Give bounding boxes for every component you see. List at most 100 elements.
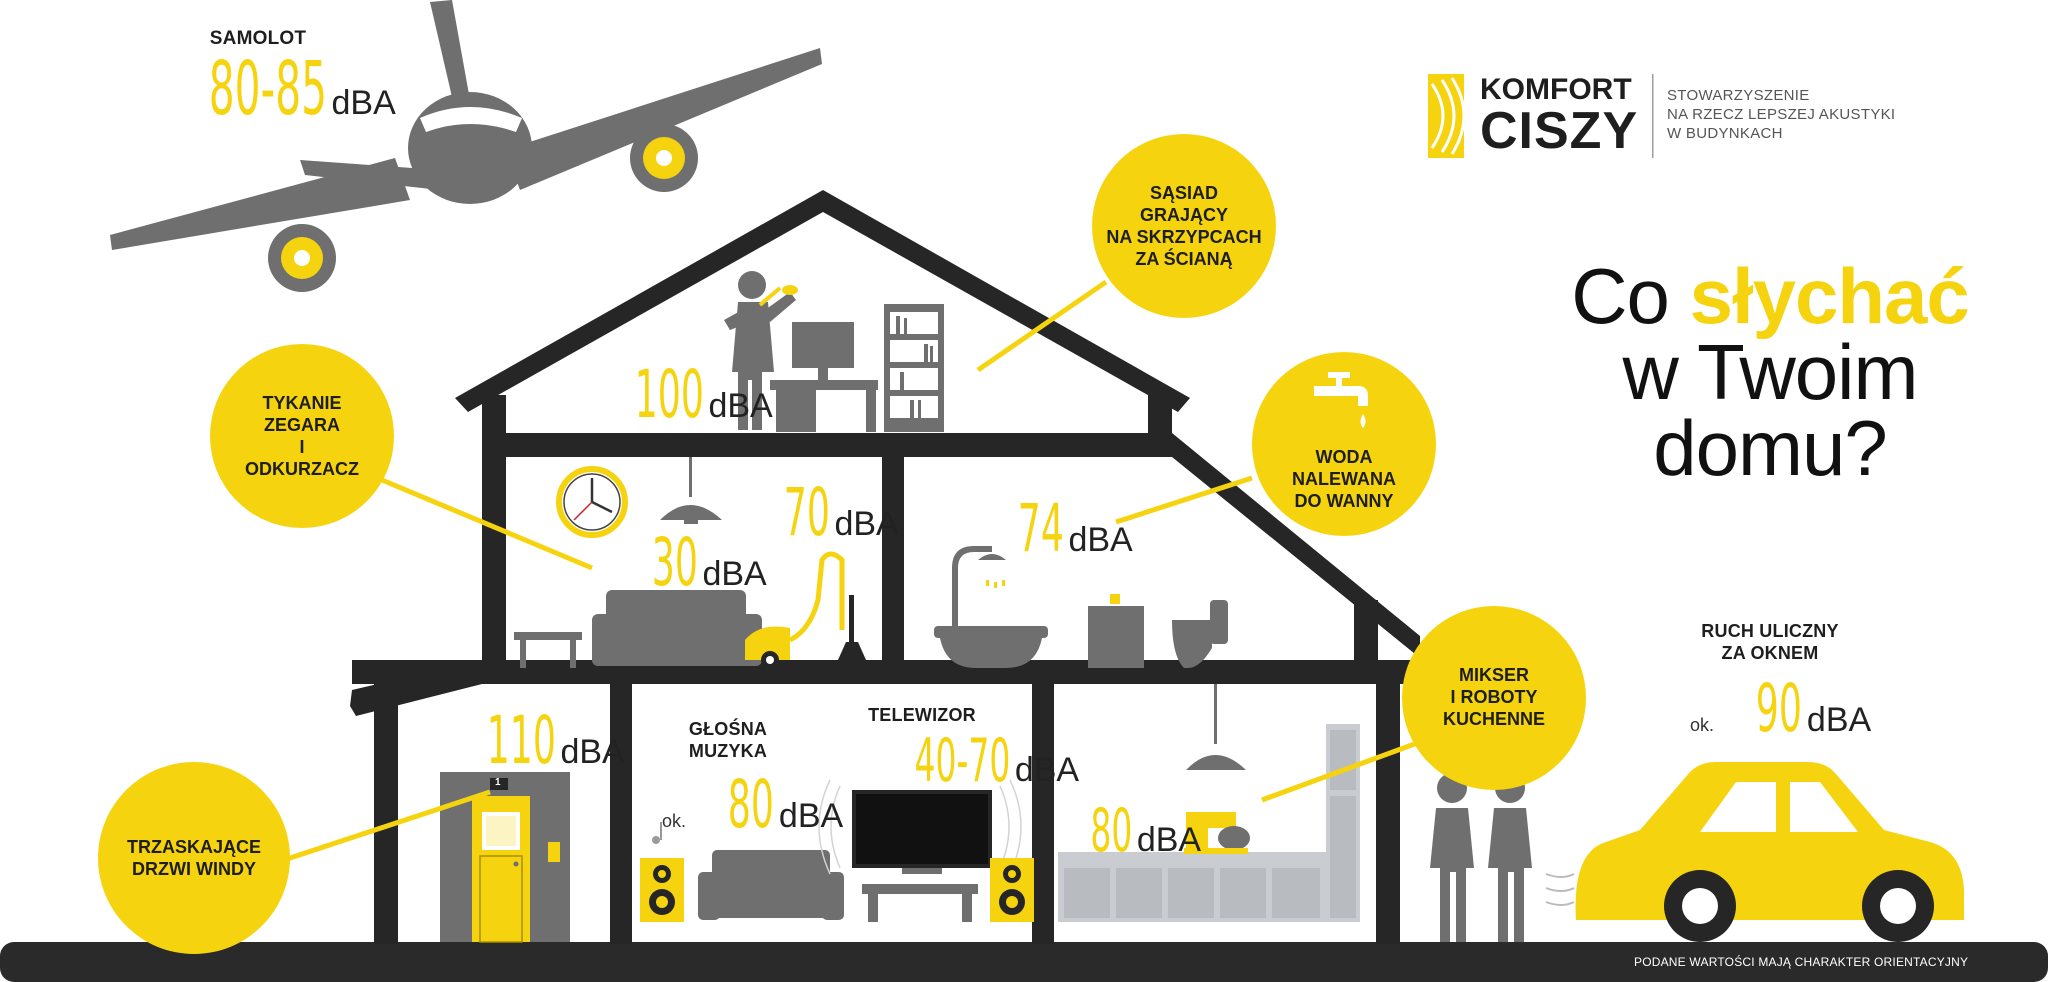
clock-bubble-text: TYKANIE ZEGARA I ODKURZACZ [212, 392, 392, 480]
street-label-line1: RUCH ULICZNY [1701, 621, 1839, 641]
violin-bubble-line3: NA SKRZYPCACH [1106, 227, 1262, 247]
street-db: ok. 90 dBA [1690, 670, 1871, 747]
logo-divider [1652, 74, 1654, 158]
car-icon [1545, 762, 1965, 942]
mixer-icon [1184, 812, 1250, 854]
music-db-prefix: ok. [662, 811, 687, 831]
toilet-icon [1172, 600, 1228, 668]
logo-name-line2: CISZY [1480, 102, 1639, 160]
music-label-line2: MUZYKA [688, 741, 768, 761]
street-label: RUCH ULICZNY ZA OKNEM [1670, 620, 1870, 664]
violin-bubble-text: SĄSIAD GRAJĄCY NA SKRZYPCACH ZA ŚCIANĄ [1094, 182, 1274, 270]
clock-db: 30 dBA [614, 524, 767, 601]
bath-bubble-line1: WODA [1315, 447, 1373, 467]
bath-bubble-line2: NALEWANA [1292, 469, 1396, 489]
elevator-floor-indicator: 1 [495, 777, 501, 788]
street-label-line2: ZA OKNEM [1721, 643, 1819, 663]
people-talking-icon [1430, 773, 1532, 942]
kitchen-bubble-line3: KUCHENNE [1442, 709, 1545, 729]
street-db-prefix: ok. [1690, 715, 1715, 735]
music-db-unit: dBA [778, 797, 844, 835]
bath-bubble-text: WODA NALEWANA DO WANNY [1254, 446, 1434, 512]
elevator-db: 110 dBA [430, 702, 625, 779]
kitchen-db-unit: dBA [1136, 821, 1202, 859]
plane-db-value: 80-85 [208, 46, 328, 132]
sofa-icon [592, 590, 762, 666]
kitchen-lamp-icon [1186, 684, 1246, 770]
bath-db: 74 dBA [980, 490, 1133, 567]
logo-name-line1: KOMFORT [1480, 73, 1632, 106]
kitchen-cabinets-icon [1058, 724, 1360, 922]
page-title: Co słychać w Twoim domu? [1560, 257, 1980, 487]
elevator-bubble-line1: TRZASKAJĄCE [126, 837, 261, 857]
wall-clock-icon [556, 466, 628, 538]
violinist-figure [724, 271, 798, 430]
kitchen-bubble-text: MIKSER I ROBOTY KUCHENNE [1404, 664, 1584, 730]
clock-db-value: 30 [651, 524, 698, 601]
violin-db-unit: dBA [708, 387, 773, 425]
violin-bubble-line2: GRAJĄCY [1139, 205, 1228, 225]
violin-bubble-line1: SĄSIAD [1149, 183, 1218, 203]
clock-bubble-line4: ODKURZACZ [245, 459, 359, 479]
street-db-unit: dBA [1806, 701, 1872, 739]
yellow-bubbles [98, 134, 1586, 954]
side-table-icon [514, 632, 582, 668]
music-db: ok. 80 dBA [662, 766, 843, 843]
sofa-2-icon [698, 850, 844, 920]
elevator-db-value: 110 [486, 702, 556, 779]
clock-bubble-line1: TYKANIE [262, 393, 342, 413]
kitchen-db-value: 80 [1090, 796, 1133, 866]
tv-label: TELEWIZOR [868, 705, 976, 725]
elevator-icon [440, 772, 570, 943]
computer-desk-icon [770, 322, 878, 432]
vacuum-cleaner-icon [745, 551, 866, 669]
elevator-db-unit: dBA [560, 733, 625, 771]
clock-bubble-line2: ZEGARA [264, 415, 340, 435]
title-line1: Co słychać [1560, 257, 1980, 335]
logo-subtitle: STOWARZYSZENIE NA RZECZ LEPSZEJ AKUSTYKI… [1667, 86, 1895, 143]
vacuum-db: 70 dBA [746, 474, 899, 551]
cabinet-icon [1088, 594, 1144, 668]
vacuum-db-unit: dBA [834, 505, 899, 543]
kitchen-db: 80 dBA [1056, 796, 1201, 866]
connector-lines [271, 279, 1421, 867]
bath-db-unit: dBA [1068, 521, 1133, 559]
violin-bubble-line4: ZA ŚCIANĄ [1135, 249, 1233, 269]
bookshelf-icon [884, 304, 944, 432]
elevator-bubble-text: TRZASKAJĄCE DRZWI WINDY [96, 836, 292, 880]
street-db-value: 90 [1756, 670, 1803, 747]
speaker-right-icon [990, 858, 1034, 922]
tv-db-unit: dBA [1014, 751, 1080, 789]
elevator-bubble-line2: DRZWI WINDY [132, 859, 256, 879]
logo-mark-icon [1428, 74, 1466, 158]
house-frame [350, 190, 1432, 944]
title-line1-a: Co [1571, 252, 1670, 340]
bath-db-value: 74 [1017, 490, 1064, 567]
logo-subtitle-line1: STOWARZYSZENIE [1667, 87, 1810, 104]
music-label-line1: GŁOŚNA [688, 719, 768, 739]
ceiling-lamp-icon [660, 457, 722, 524]
ground-bar [0, 942, 2048, 982]
music-db-value: 80 [728, 766, 775, 843]
plane-db-unit: dBA [331, 84, 396, 122]
bathtub-icon [934, 626, 1048, 668]
music-note-icon [652, 822, 662, 844]
kitchen-bubble-line1: MIKSER [1458, 665, 1529, 685]
plane-label: SAMOLOT [209, 28, 307, 49]
bath-bubble-line3: DO WANNY [1294, 491, 1394, 511]
title-line2: w Twoim [1622, 328, 1919, 416]
plane-db: 80-85 dBA [112, 46, 396, 132]
tv-db: 40-70 dBA [836, 726, 1079, 796]
faucet-icon [1314, 372, 1368, 428]
speaker-left-icon [640, 858, 684, 922]
logo-name: KOMFORT CISZY [1480, 73, 1639, 160]
logo-subtitle-line2: NA RZECZ LEPSZEJ AKUSTYKI [1667, 106, 1896, 123]
logo-subtitle-line3: W BUDYNKACH [1667, 125, 1783, 142]
music-label: GŁOŚNA MUZYKA [668, 718, 788, 762]
footnote: PODANE WARTOŚCI MAJĄ CHARAKTER ORIENTACY… [1634, 955, 1969, 969]
kitchen-bubble-line2: I ROBOTY [1450, 687, 1538, 707]
clock-db-unit: dBA [702, 555, 767, 593]
clock-bubble-line3: I [299, 437, 305, 457]
violin-db-value: 100 [634, 356, 704, 433]
